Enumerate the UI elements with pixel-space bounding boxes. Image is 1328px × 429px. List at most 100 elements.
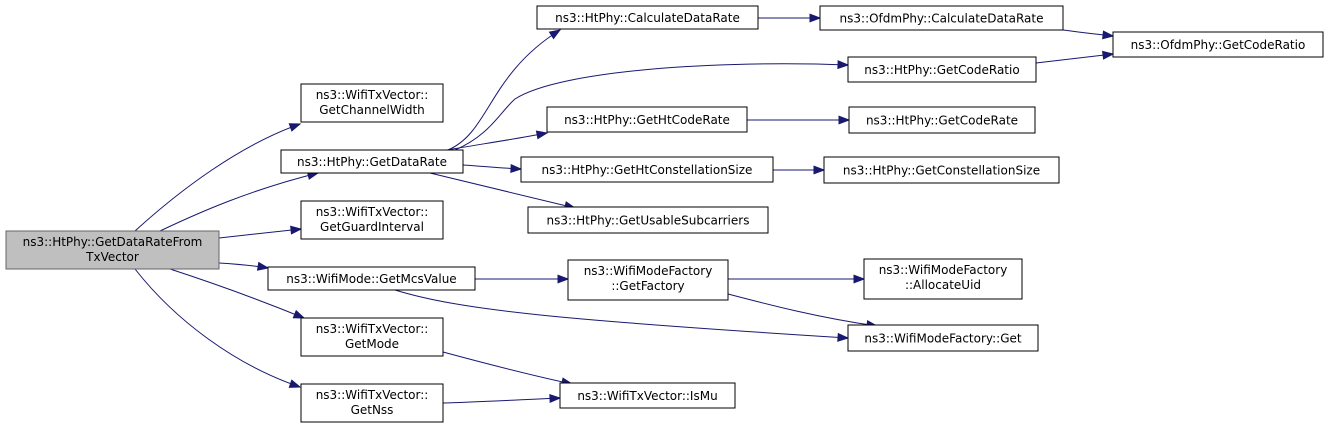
node-ofdmCalcDataRate[interactable]: ns3::OfdmPhy::CalculateDataRate [819,5,1064,31]
node-label: ns3::WifiTxVector:: [316,205,429,219]
arrowhead-icon [549,393,562,403]
node-label: ns3::WifiTxVector:: [316,388,429,402]
node-label: ::AllocateUid [905,278,981,292]
node-label: ns3::WifiTxVector::IsMu [577,389,717,403]
arrowhead-icon [838,115,851,125]
node-label: ns3::HtPhy::GetDataRateFrom [23,235,203,249]
edge-htCalcDataRate-to-ofdmCalcDataRate [758,13,822,23]
edge-getHtConstSize-to-getConstSize [773,165,826,175]
node-getMcsValue[interactable]: ns3::WifiMode::GetMcsValue [267,266,476,291]
node-label: GetNss [351,403,394,417]
node-box [280,149,464,174]
edge-getDataRate-to-htCalcDataRate [447,29,562,151]
arrowhead-icon [813,165,826,175]
arrowhead-icon [288,123,302,132]
node-box [300,200,444,240]
edge-ofdmCalcDataRate-to-ofdmGetCodeRatio [1062,29,1115,40]
edge-htGetCodeRatio-to-ofdmGetCodeRatio [1035,50,1115,64]
node-getGuardInterval[interactable]: ns3::WifiTxVector::GetGuardInterval [300,200,444,240]
node-box [847,56,1037,83]
node-box [300,317,444,357]
node-label: ns3::HtPhy::CalculateDataRate [555,11,740,25]
arrowhead-icon [557,274,570,284]
node-label: ns3::OfdmPhy::GetCodeRatio [1131,38,1306,52]
node-label: GetChannelWidth [319,103,425,117]
node-box [536,5,759,30]
node-getConstSize[interactable]: ns3::HtPhy::GetConstellationSize [823,156,1060,184]
node-label: ns3::HtPhy::GetHtConstellationSize [542,163,753,177]
node-label: ns3::HtPhy::GetUsableSubcarriers [547,214,750,228]
call-nodes: ns3::HtPhy::GetDataRateFromTxVectorns3::… [5,5,1324,423]
node-getChannelWidth[interactable]: ns3::WifiTxVector::GetChannelWidth [300,83,444,123]
arrowhead-icon [256,261,270,271]
call-edges [134,13,1115,404]
node-label: ns3::HtPhy::GetCodeRatio [864,63,1019,77]
node-box [823,156,1060,184]
node-getMode[interactable]: ns3::WifiTxVector::GetMode [300,317,444,357]
node-ofdmGetCodeRatio[interactable]: ns3::OfdmPhy::GetCodeRatio [1112,31,1324,58]
edge-getFactory-to-wmfGet [727,293,879,330]
arrowhead-icon [1102,30,1115,40]
node-isMu[interactable]: ns3::WifiTxVector::IsMu [559,382,736,409]
node-label: ns3::HtPhy::GetCodeRate [866,114,1018,128]
edge-getMcsValue-to-wmfGet [394,289,850,342]
node-htCalcDataRate[interactable]: ns3::HtPhy::CalculateDataRate [536,5,759,30]
edge-root-to-getMode [169,268,306,319]
node-box [520,156,774,183]
node-label: TxVector [85,250,139,264]
edge-getHtCodeRate-to-getCodeRate [747,115,851,125]
arrowhead-icon [853,274,866,284]
node-allocateUid[interactable]: ns3::WifiModeFactory::AllocateUid [863,258,1023,300]
node-getNss[interactable]: ns3::WifiTxVector::GetNss [300,383,444,423]
node-getCodeRate[interactable]: ns3::HtPhy::GetCodeRate [848,106,1036,134]
node-box [848,106,1036,134]
node-label: GetMode [345,337,399,351]
arrowhead-icon [510,163,523,174]
node-box [819,5,1064,31]
node-label: ns3::HtPhy::GetHtCodeRate [564,113,730,127]
node-getHtConstSize[interactable]: ns3::HtPhy::GetHtConstellationSize [520,156,774,183]
node-label: ns3::WifiTxVector:: [316,88,429,102]
node-box [5,230,220,270]
node-getFactory[interactable]: ns3::WifiModeFactory::GetFactory [567,259,729,301]
arrowhead-icon [1102,50,1115,60]
arrowhead-icon [288,379,302,388]
edge-getDataRate-to-getHtCodeRate [446,130,549,151]
edge-getNss-to-isMu [442,393,562,404]
node-htGetCodeRatio[interactable]: ns3::HtPhy::GetCodeRatio [847,56,1037,83]
node-label: ns3::HtPhy::GetConstellationSize [843,164,1040,178]
node-label: ns3::WifiModeFactory [879,263,1008,277]
edge-root-to-getDataRate [159,171,320,232]
node-label: ns3::HtPhy::GetDataRate [297,155,447,169]
node-box [1112,31,1324,58]
node-box [527,206,769,234]
node-getDataRate[interactable]: ns3::HtPhy::GetDataRate [280,149,464,174]
edge-getMcsValue-to-getFactory [475,274,570,284]
node-box [546,106,748,133]
arrowhead-icon [548,29,562,40]
node-label: GetGuardInterval [320,220,424,234]
node-label: ::GetFactory [611,279,684,293]
node-label: ns3::OfdmPhy::CalculateDataRate [840,12,1044,26]
node-getHtCodeRate[interactable]: ns3::HtPhy::GetHtCodeRate [546,106,748,133]
node-wmfGet[interactable]: ns3::WifiModeFactory::Get [847,324,1039,352]
arrowhead-icon [837,332,850,342]
node-box [300,83,444,123]
node-getUsableSubcarriers[interactable]: ns3::HtPhy::GetUsableSubcarriers [527,206,769,234]
arrowhead-icon [290,225,303,235]
edge-getFactory-to-allocateUid [728,274,866,284]
arrowhead-icon [809,13,822,23]
node-label: ns3::WifiModeFactory [584,264,713,278]
edge-root-to-getMcsValue [218,261,270,271]
node-box [267,266,476,291]
node-label: ns3::WifiMode::GetMcsValue [286,272,456,286]
edge-getMode-to-isMu [442,351,574,387]
node-label: ns3::WifiModeFactory::Get [864,332,1021,346]
node-box [559,382,736,409]
arrowhead-icon [535,130,549,140]
edge-root-to-getNss [134,268,302,388]
node-box [567,259,729,301]
node-box [847,324,1039,352]
